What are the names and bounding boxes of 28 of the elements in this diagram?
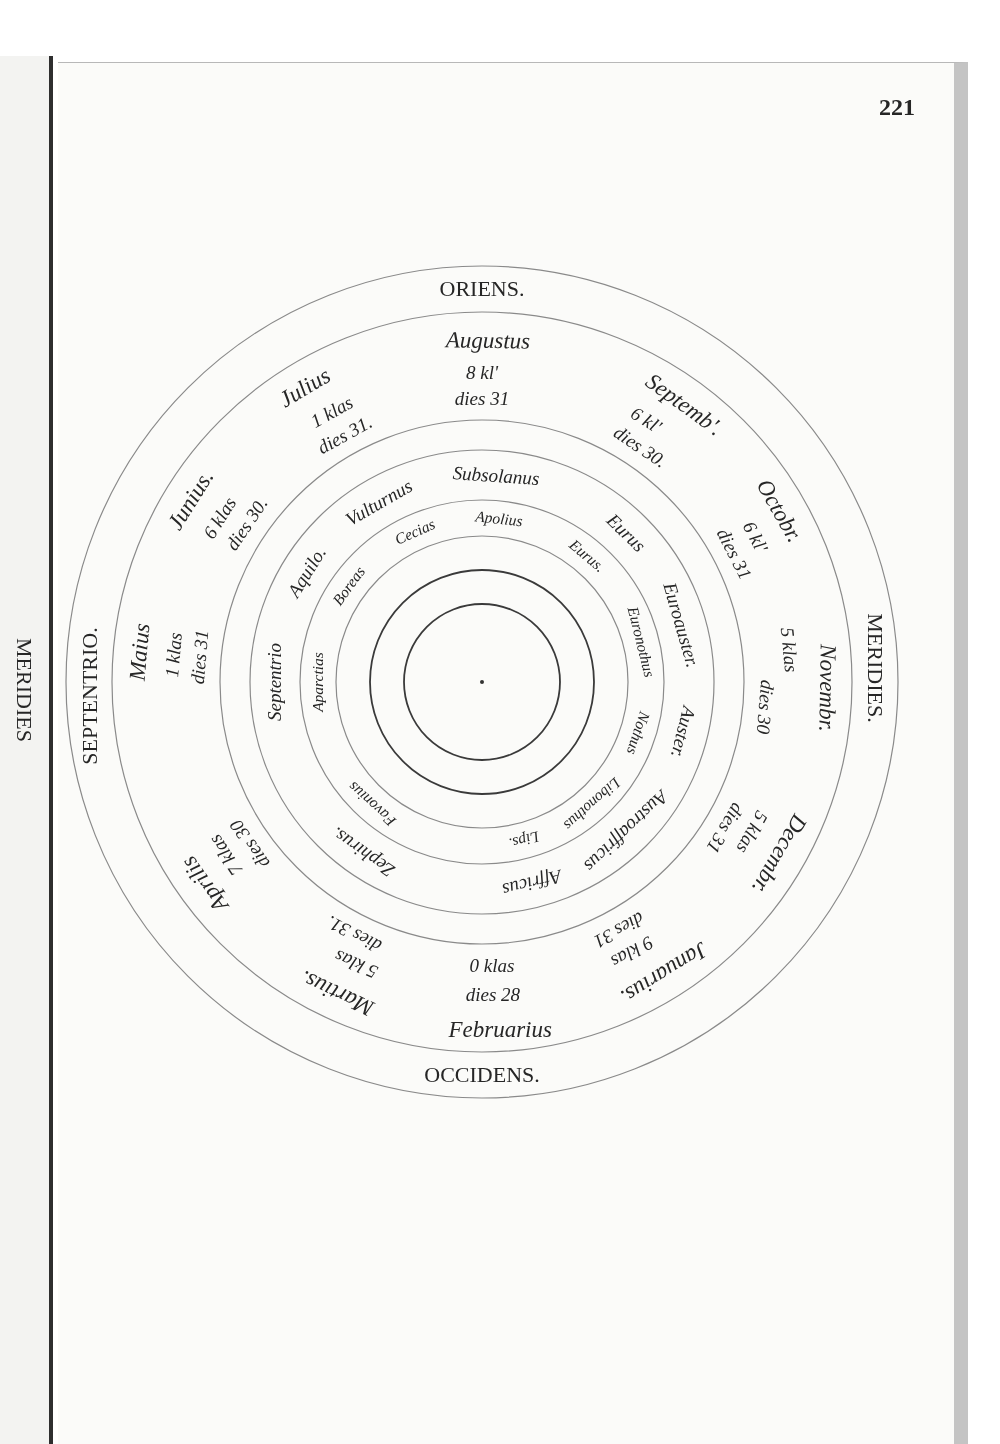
compass-point-label: MERIDIES. [863, 613, 887, 723]
day-count: dies 31 [187, 629, 213, 686]
wind-name: Lips. [507, 828, 542, 853]
day-count: dies 30 [752, 678, 778, 735]
wind-name: Euronothus [624, 605, 658, 680]
day-count: dies 28 [465, 984, 521, 1005]
month-name: Februarius [448, 1017, 552, 1042]
wind-name: Subsolanus [452, 462, 541, 489]
wind-name: Euroauster. [659, 580, 703, 670]
day-count: dies 31 [454, 389, 510, 409]
kalends-note: 0 klas [469, 955, 515, 976]
month-name: Augustus [445, 328, 531, 354]
compass-point-label: ORIENS. [439, 277, 525, 301]
wind-name: Aparctias [309, 652, 327, 712]
facing-page-heading: MERIDIES [12, 638, 36, 742]
compass-point-label: SEPTENTRIO. [78, 626, 102, 765]
wind-name: Affricus [500, 865, 564, 900]
wind-name: Nothus [623, 709, 653, 757]
kalends-note: 8 kl' [466, 363, 498, 383]
kalends-note: 5 klas [777, 626, 802, 674]
wind-name: Apolius [474, 508, 524, 530]
page-number: 221 [879, 95, 915, 121]
wind-name: Auster. [666, 704, 699, 760]
compass-point-label: OCCIDENS. [424, 1063, 540, 1087]
month-name: Novembr. [814, 644, 840, 732]
month-name: Maius [125, 622, 155, 682]
wind-name: Septentrio [265, 642, 285, 722]
kalends-note: 1 klas [162, 631, 187, 679]
